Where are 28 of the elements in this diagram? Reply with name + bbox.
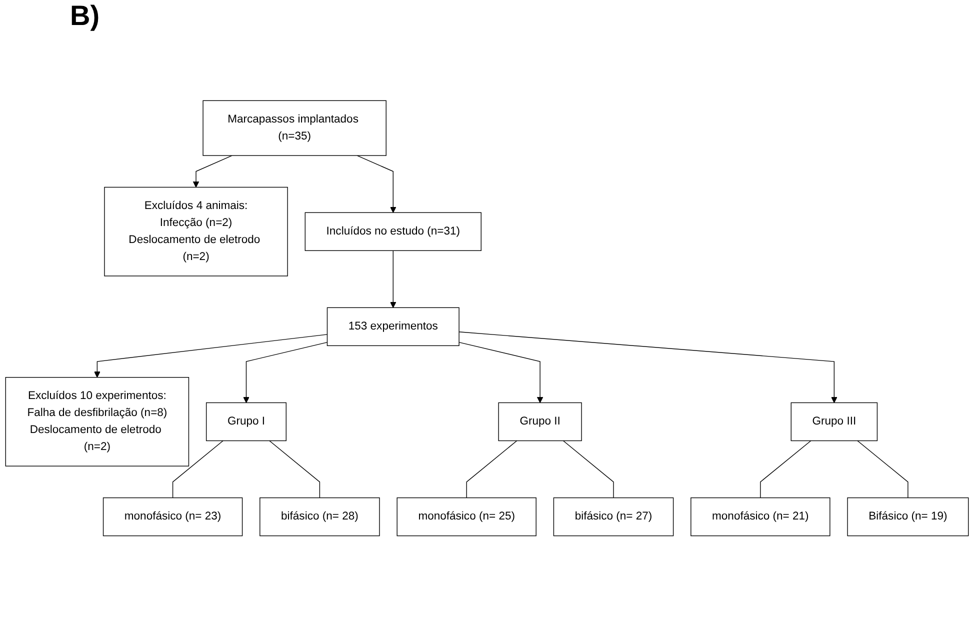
arrow: [192, 155, 232, 188]
arrow: [94, 334, 328, 378]
connector: [466, 440, 518, 498]
connector: [562, 440, 614, 498]
arrow: [390, 250, 396, 308]
arrow: [243, 342, 328, 404]
node-box: 153 experimentos: [326, 308, 460, 346]
connector: [857, 440, 908, 498]
node-box: bifásico (n= 27): [553, 498, 674, 536]
arrow: [356, 155, 396, 214]
node-box: Grupo I: [206, 402, 286, 442]
connector: [760, 440, 812, 498]
node-box: bifásico (n= 28): [260, 498, 380, 536]
node-box: Grupo III: [790, 402, 878, 442]
node-box: Excluídos 4 animais: Infecção (n=2) Deslocamento de eletrodo (n=2): [104, 187, 288, 277]
node-box: Marcapassos implantados (n=35): [202, 100, 386, 156]
node-box: Bifásico (n= 19): [847, 498, 969, 536]
node-box: monofásico (n= 23): [102, 498, 243, 536]
node-box: monofásico (n= 21): [690, 498, 830, 536]
panel-label: B): [70, 0, 100, 32]
node-box: Incluídos no estudo (n=31): [304, 212, 482, 252]
arrow: [458, 342, 544, 404]
node-box: Excluídos 10 experimentos: Falha de desfibrilação (n=8) Deslocamento de eletrodo (n=2): [5, 377, 190, 467]
connector: [172, 440, 224, 498]
node-box: Grupo II: [498, 402, 582, 442]
arrow: [458, 332, 838, 404]
connector: [269, 440, 320, 498]
node-box: monofásico (n= 25): [396, 498, 536, 536]
